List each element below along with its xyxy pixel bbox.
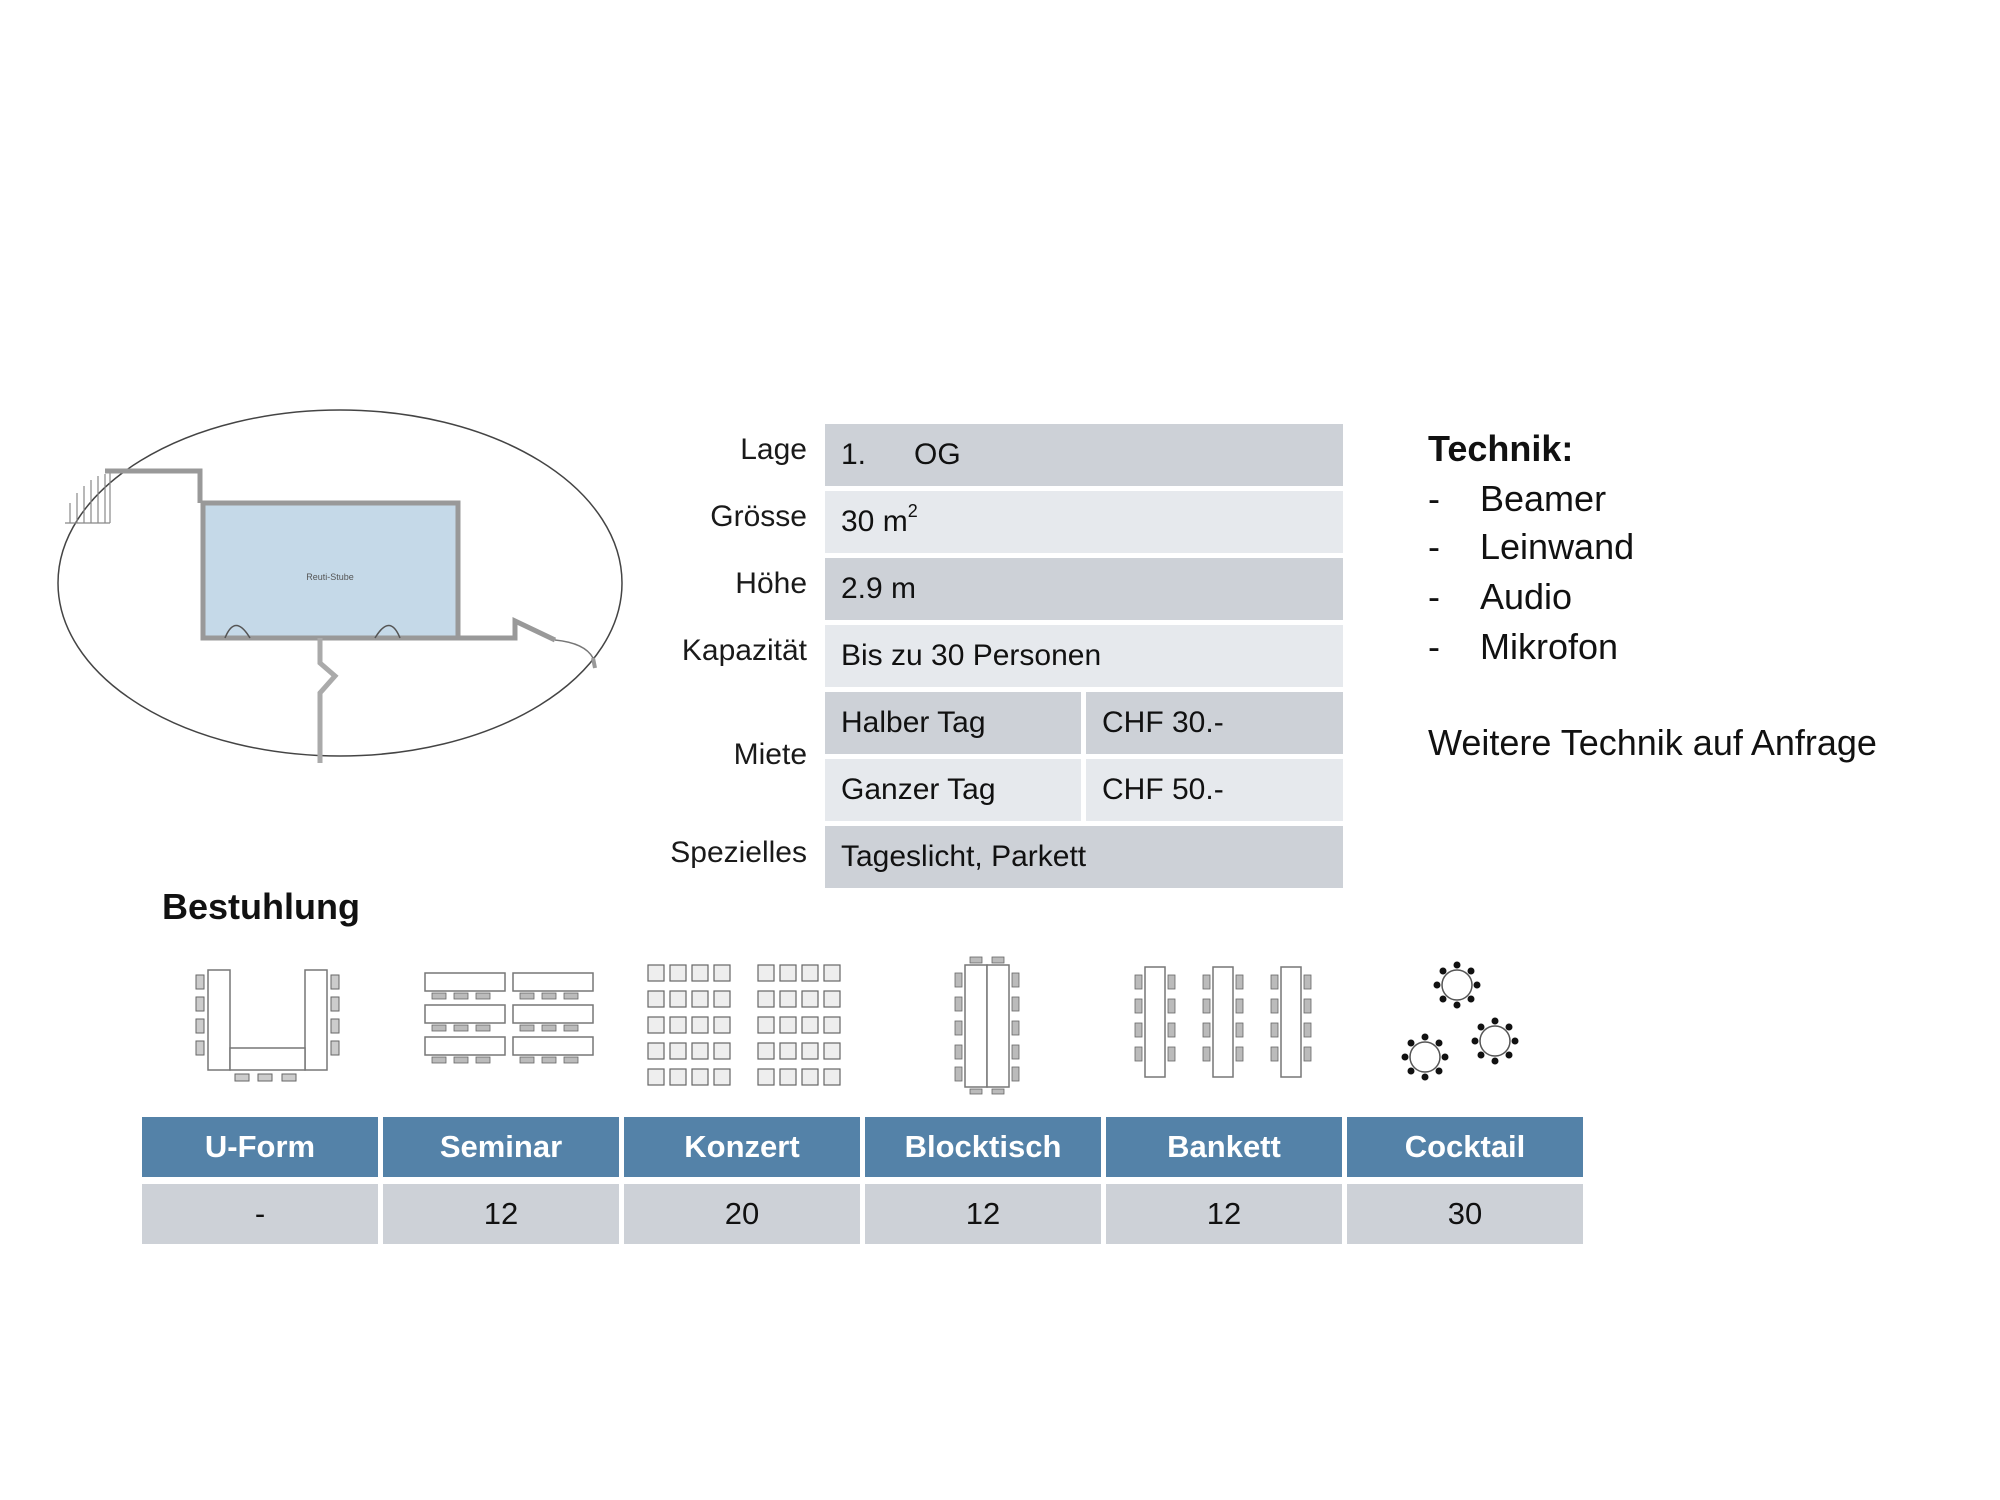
technik-item: -Beamer <box>1428 478 1606 520</box>
lage-label: Lage <box>740 433 807 466</box>
technik-item: -Audio <box>1428 576 1572 618</box>
technik-item-label: Leinwand <box>1480 526 1635 567</box>
seminar-icon <box>424 972 594 1064</box>
hoehe-value: 2.9 m <box>825 558 1343 620</box>
spezielles-label: Spezielles <box>670 836 807 869</box>
miete-label: Miete <box>733 738 807 771</box>
cocktail-icon <box>1401 961 1519 1081</box>
lage-value: 1. OG <box>825 424 1343 486</box>
spezielles-value: Tageslicht, Parkett <box>825 826 1343 888</box>
miete-halber-tag-label: Halber Tag <box>825 692 1081 754</box>
kapazitaet-value: Bis zu 30 Personen <box>825 625 1343 687</box>
hoehe-label: Höhe <box>735 567 807 600</box>
blocktisch-icon <box>954 956 1020 1095</box>
technik-item: -Mikrofon <box>1428 626 1618 668</box>
room-label: Reuti-Stube <box>306 572 354 582</box>
lage-value-floor: OG <box>914 438 961 471</box>
miete-halber-tag-price: CHF 30.- <box>1086 692 1343 754</box>
technik-item: -Leinwand <box>1428 526 1634 568</box>
floor-plan: Reuti-Stube <box>57 409 623 763</box>
value-cocktail: 30 <box>1347 1184 1583 1244</box>
header-cocktail: Cocktail <box>1347 1117 1583 1177</box>
konzert-icon <box>647 964 841 1086</box>
technik-item-label: Mikrofon <box>1480 626 1619 667</box>
miete-ganzer-tag-label: Ganzer Tag <box>825 759 1081 821</box>
header-seminar: Seminar <box>383 1117 619 1177</box>
header-u-form: U-Form <box>142 1117 378 1177</box>
technik-item-label: Audio <box>1480 576 1573 617</box>
groesse-value-text: 30 m <box>841 505 908 538</box>
technik-dash: - <box>1428 576 1440 617</box>
kapazitaet-label: Kapazität <box>681 634 807 667</box>
value-bankett: 12 <box>1106 1184 1342 1244</box>
groesse-value-sup: 2 <box>907 501 918 521</box>
technik-item-label: Beamer <box>1480 478 1607 519</box>
bestuhlung-title: Bestuhlung <box>162 886 360 927</box>
technik-dash: - <box>1428 526 1440 567</box>
miete-ganzer-tag-price: CHF 50.- <box>1086 759 1343 821</box>
value-blocktisch: 12 <box>865 1184 1101 1244</box>
header-bankett: Bankett <box>1106 1117 1342 1177</box>
value-seminar: 12 <box>383 1184 619 1244</box>
header-blocktisch: Blocktisch <box>865 1117 1101 1177</box>
value-u-form: - <box>142 1184 378 1244</box>
technik-note: Weitere Technik auf Anfrage <box>1428 722 1877 763</box>
u-form-icon <box>195 969 340 1082</box>
value-konzert: 20 <box>624 1184 860 1244</box>
bankett-icon <box>1134 966 1312 1078</box>
groesse-label: Grösse <box>710 500 807 533</box>
header-konzert: Konzert <box>624 1117 860 1177</box>
lage-value-number: 1. <box>841 438 867 471</box>
technik-title: Technik: <box>1428 428 1574 469</box>
technik-dash: - <box>1428 626 1440 667</box>
technik-dash: - <box>1428 478 1440 519</box>
